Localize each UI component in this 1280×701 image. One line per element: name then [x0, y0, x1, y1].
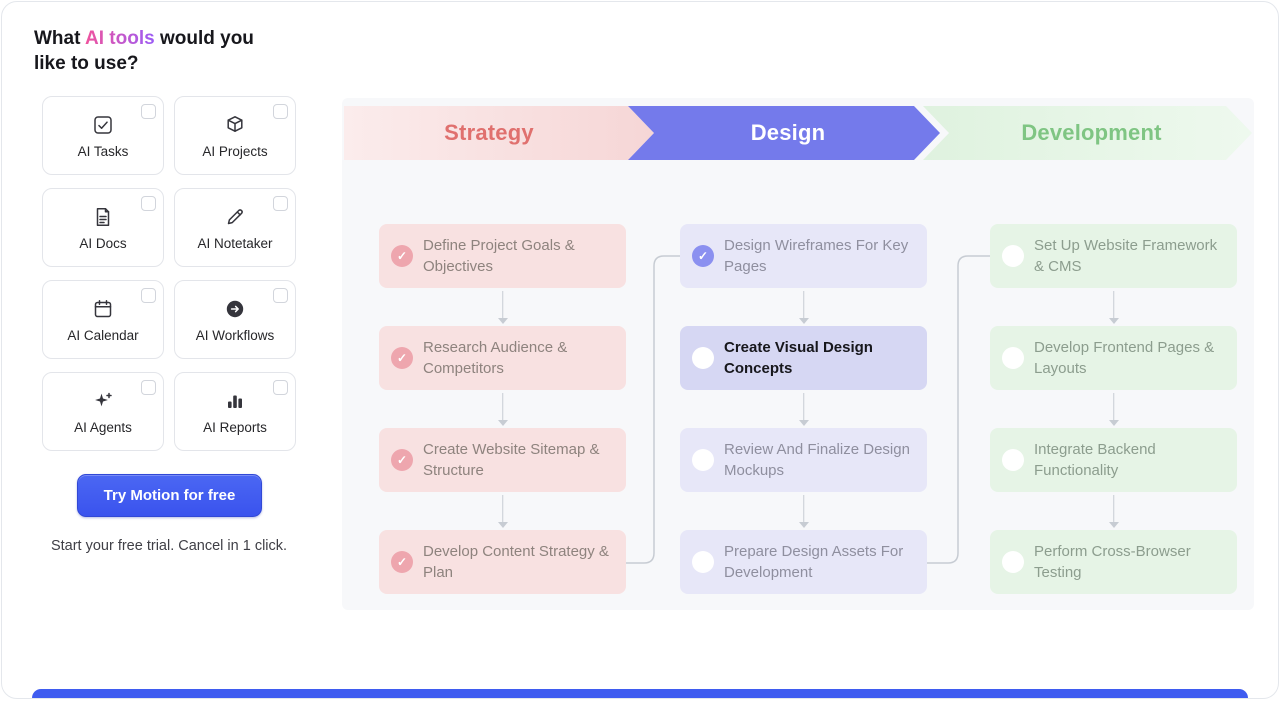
connector-strategy-to-design	[626, 255, 680, 564]
tool-card-ai-docs[interactable]: AI Docs	[42, 188, 164, 267]
task-card: Design Wireframes For Key Pages	[680, 224, 927, 288]
left-panel: What AI tools would you like to use? AI …	[2, 2, 322, 698]
task-card: Perform Cross-Browser Testing	[990, 530, 1237, 594]
title-prefix: What	[34, 28, 86, 49]
tools-grid: AI Tasks AI Projects AI Docs	[42, 96, 296, 451]
empty-circle-icon	[692, 551, 714, 573]
task-label: Define Project Goals & Objectives	[423, 237, 575, 275]
tool-card-ai-notetaker[interactable]: AI Notetaker	[174, 188, 296, 267]
try-motion-button[interactable]: Try Motion for free	[77, 474, 262, 517]
task-card: Develop Frontend Pages & Layouts	[990, 326, 1237, 390]
task-card: Create Website Sitemap & Structure	[379, 428, 626, 492]
tool-label: AI Calendar	[67, 327, 139, 343]
task-card-active: Create Visual Design Concepts	[680, 326, 927, 390]
phase-column-development: Set Up Website Framework & CMS Develop F…	[990, 224, 1237, 594]
phase-label: Strategy	[444, 120, 534, 145]
tool-checkbox[interactable]	[273, 196, 288, 211]
down-arrow-icon	[680, 288, 927, 326]
task-card: Define Project Goals & Objectives	[379, 224, 626, 288]
empty-circle-icon	[1002, 551, 1024, 573]
task-card: Review And Finalize Design Mockups	[680, 428, 927, 492]
tool-checkbox[interactable]	[141, 380, 156, 395]
page-title: What AI tools would you like to use?	[34, 26, 278, 77]
tool-label: AI Workflows	[195, 327, 275, 343]
task-label: Research Audience & Competitors	[423, 339, 568, 377]
tool-card-ai-projects[interactable]: AI Projects	[174, 96, 296, 175]
task-card: Integrate Backend Functionality	[990, 428, 1237, 492]
task-label: Review And Finalize Design Mockups	[724, 441, 910, 479]
task-label: Create Visual Design Concepts	[724, 339, 873, 377]
phase-label: Design	[750, 120, 826, 145]
task-label: Create Website Sitemap & Structure	[423, 441, 600, 479]
down-arrow-icon	[680, 390, 927, 428]
phase-column-design: Design Wireframes For Key Pages Create V…	[680, 224, 927, 594]
down-arrow-icon	[379, 390, 626, 428]
calendar-icon	[92, 297, 114, 321]
connector-design-to-development	[927, 255, 990, 564]
down-arrow-icon	[680, 492, 927, 530]
check-circle-icon	[391, 245, 413, 267]
pen-icon	[224, 205, 246, 229]
empty-circle-icon	[1002, 449, 1024, 471]
tool-label: AI Tasks	[77, 143, 129, 159]
check-circle-icon	[391, 449, 413, 471]
arrow-circle-icon	[224, 297, 246, 321]
task-label: Prepare Design Assets For Development	[724, 543, 904, 581]
tool-checkbox[interactable]	[273, 380, 288, 395]
tool-card-ai-calendar[interactable]: AI Calendar	[42, 280, 164, 359]
tool-label: AI Projects	[202, 143, 268, 159]
cube-icon	[224, 113, 246, 137]
tool-card-ai-reports[interactable]: AI Reports	[174, 372, 296, 451]
tool-card-ai-workflows[interactable]: AI Workflows	[174, 280, 296, 359]
trial-subtext: Start your free trial. Cancel in 1 click…	[50, 538, 288, 554]
check-circle-icon	[391, 551, 413, 573]
empty-circle-icon	[1002, 347, 1024, 369]
phase-banner-strategy: Strategy	[344, 106, 654, 160]
phase-banner-development: Development	[923, 106, 1252, 160]
task-card: Prepare Design Assets For Development	[680, 530, 927, 594]
title-accent: AI tools	[85, 28, 155, 49]
empty-circle-icon	[692, 347, 714, 369]
task-label: Set Up Website Framework & CMS	[1034, 237, 1218, 275]
task-card: Set Up Website Framework & CMS	[990, 224, 1237, 288]
down-arrow-icon	[379, 492, 626, 530]
down-arrow-icon	[990, 390, 1237, 428]
empty-circle-icon	[1002, 245, 1024, 267]
tool-label: AI Agents	[74, 419, 132, 435]
tool-checkbox[interactable]	[141, 196, 156, 211]
sparkles-icon	[92, 389, 114, 413]
task-label: Integrate Backend Functionality	[1034, 441, 1156, 479]
tool-checkbox[interactable]	[141, 104, 156, 119]
phase-column-strategy: Define Project Goals & Objectives Resear…	[379, 224, 626, 594]
next-section-edge	[32, 689, 1248, 698]
down-arrow-icon	[379, 288, 626, 326]
task-card: Develop Content Strategy & Plan	[379, 530, 626, 594]
title-suffix: would you like to use?	[34, 28, 254, 75]
tool-checkbox[interactable]	[273, 104, 288, 119]
down-arrow-icon	[990, 288, 1237, 326]
document-icon	[92, 205, 114, 229]
task-card: Research Audience & Competitors	[379, 326, 626, 390]
phase-label: Development	[1021, 120, 1162, 145]
down-arrow-icon	[990, 492, 1237, 530]
flow-diagram: Strategy Design Development Define Proje…	[342, 98, 1254, 610]
tool-label: AI Notetaker	[197, 235, 273, 251]
tool-label: AI Docs	[79, 235, 127, 251]
phase-banner-design: Design	[628, 106, 940, 160]
task-label: Perform Cross-Browser Testing	[1034, 543, 1191, 581]
tool-card-ai-agents[interactable]: AI Agents	[42, 372, 164, 451]
tool-label: AI Reports	[203, 419, 267, 435]
tool-checkbox[interactable]	[141, 288, 156, 303]
check-circle-icon	[391, 347, 413, 369]
tool-card-ai-tasks[interactable]: AI Tasks	[42, 96, 164, 175]
task-label: Design Wireframes For Key Pages	[724, 237, 909, 275]
task-check-icon	[92, 113, 114, 137]
task-label: Develop Content Strategy & Plan	[423, 543, 609, 581]
tool-checkbox[interactable]	[273, 288, 288, 303]
task-label: Develop Frontend Pages & Layouts	[1034, 339, 1215, 377]
check-circle-icon	[692, 245, 714, 267]
bar-chart-icon	[224, 389, 246, 413]
empty-circle-icon	[692, 449, 714, 471]
